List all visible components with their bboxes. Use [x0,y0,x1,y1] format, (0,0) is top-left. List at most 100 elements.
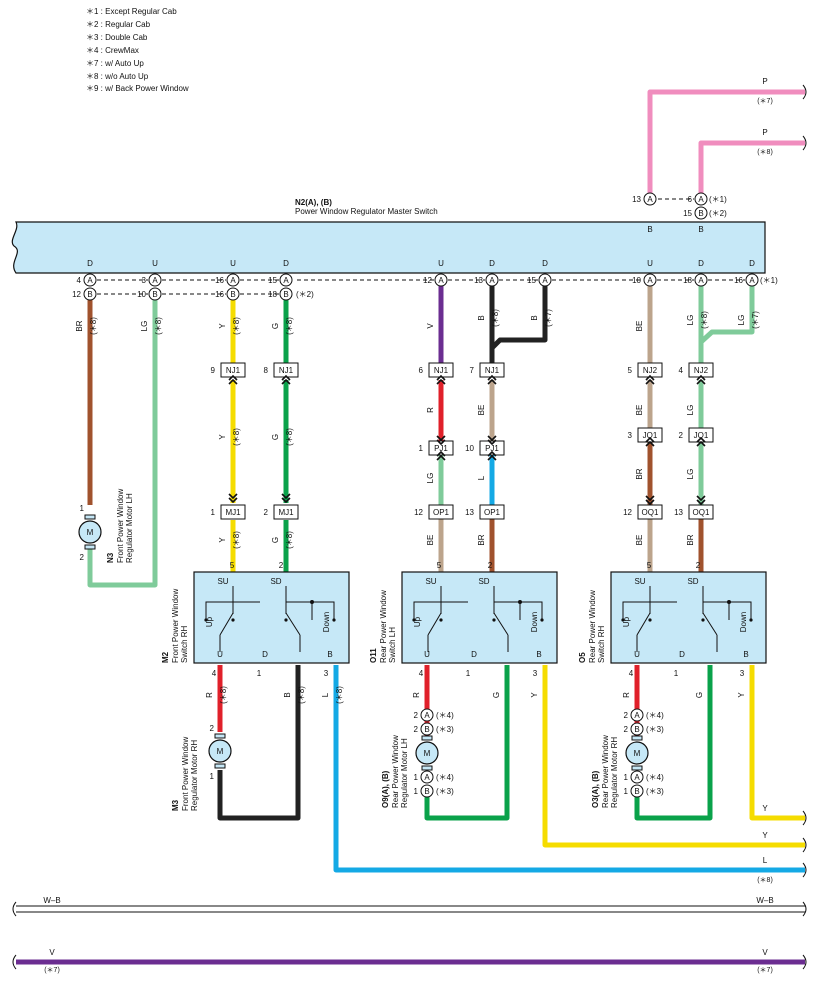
arrow-chevron [436,450,446,457]
wire-black [489,286,548,367]
pin-number: 1 [414,787,419,796]
motor-cap [421,765,433,771]
arrow-chevron [281,378,291,385]
master-pin-label: D [749,259,755,268]
connector-arrow-icon [696,374,706,385]
motor-symbol: M [634,749,641,758]
wire-color-label: BE [635,405,644,416]
wire-color-label: G [271,434,280,440]
switch-circuit [703,601,752,620]
pin-number: 4 [77,276,82,285]
junction-box [273,504,299,520]
wire-note: (＊8) [700,311,709,329]
switch-contact [636,612,651,636]
master-pin-label: B [698,225,703,234]
wire-note: (＊8) [232,317,241,335]
component-name: Regulator Motor RH [610,737,619,808]
bus-note: (＊7) [757,98,773,105]
arrow-chevron [645,499,655,506]
pin-letter: A [230,276,236,285]
pin-number: 16 [215,290,224,299]
wire-color-label: G [271,323,280,329]
pin-circle [279,287,293,301]
pin-connector: A [148,273,162,287]
switch-pin-number: 3 [740,669,745,678]
wire-yellow [749,665,805,821]
switch-node [648,618,652,622]
motor-symbol: M [87,528,94,537]
switch-contact [219,612,234,636]
wire-color-label: LG [426,473,435,484]
bus-note: (＊8) [757,877,773,884]
pin-circle [643,192,657,206]
note-line: ＊3 : Double Cab [86,32,148,42]
pin-connector: A [643,192,657,206]
bus-note: (＊7) [44,967,60,974]
arrow-chevron [696,378,706,385]
bus-note: (＊8) [757,149,773,156]
junction-label: PJ1 [434,444,448,453]
junction-label: NJ2 [643,366,658,375]
wire-color-label: G [695,692,704,698]
pin-number: 3 [142,276,147,285]
wire-light-green [87,300,158,588]
wire-note: (＊8) [285,317,294,335]
pin-number: 1 [624,787,629,796]
switch-node [332,618,336,622]
switch-pin-number: 2 [488,561,493,570]
arrow-chevron [696,495,706,502]
component-name: Rear Power Window [588,590,597,663]
wire-yellow [542,665,805,848]
wire-color-label: R [205,692,214,698]
component-name: Rear Power Window [601,735,610,808]
wire-color-label: R [412,692,421,698]
motor-body [208,739,232,763]
junction-pin: 13 [465,508,474,517]
pin-number: 15 [683,209,692,218]
junction-label: OP1 [433,508,450,517]
bus-label: Y [762,831,768,840]
pin-number: 16 [734,276,743,285]
pin-letter: A [749,276,755,285]
pin-note: (＊3) [436,725,454,734]
wire-pink [698,140,805,199]
switch-pin-number: 3 [324,669,329,678]
motor-symbol: M [424,749,431,758]
switch-terminal-label: SD [270,577,281,586]
junction-box [479,504,505,520]
motor-cap [84,544,96,550]
motor-pin: 2 [80,553,85,562]
switch-node [621,618,625,622]
pin-note: (＊4) [436,711,454,720]
component-code: N3 [106,552,115,563]
wire-color-label: LG [737,315,746,326]
pin-letter: A [634,711,640,720]
wire-color-label: Y [218,323,227,329]
pin-letter: B [283,290,288,299]
pin-connector: A [485,273,499,287]
pin-number: 2 [414,725,419,734]
master-switch: N2(A), (B)Power Window Regulator Master … [11,198,766,274]
junction-pin: 12 [623,508,632,517]
pin-note: (＊3) [646,787,664,796]
wire-note: (＊8) [297,686,306,704]
wire-color-label: BR [477,534,486,545]
wire-pink [647,89,805,199]
motor-rear: M [415,735,439,771]
pin-number: 1 [624,773,629,782]
wire-color-label: Y [218,434,227,440]
motor-body [625,741,649,765]
pin-letter: A [87,276,93,285]
pin-circle [630,722,644,736]
switch-pin-number: 2 [279,561,284,570]
wire-color-label: R [426,407,435,413]
arrow-chevron [645,436,655,443]
break-mark [802,837,807,853]
wire-color-label: R [622,692,631,698]
wire-color-label: V [426,323,435,329]
